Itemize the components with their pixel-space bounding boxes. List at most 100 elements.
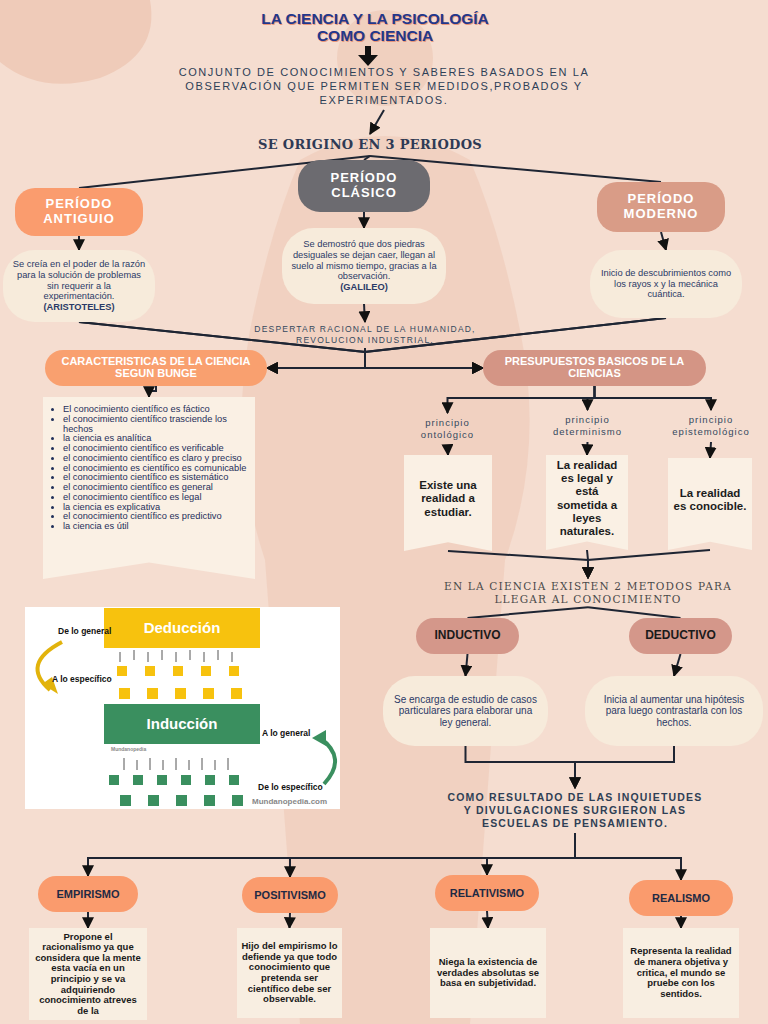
pill-box: PERÍODO ANTIGUIO [15, 188, 143, 236]
list-item: la ciencia es explicativa [63, 503, 249, 513]
connector [447, 445, 450, 455]
text-block: SE ORIGINO EN 3 PERIODOS [250, 134, 490, 156]
node-text: La realidad es legal y está sometida a l… [550, 459, 624, 538]
connector [466, 654, 468, 676]
connector [575, 746, 674, 788]
panel-label: De lo general [58, 626, 111, 636]
list-item: el conocimiento científico es sistemátic… [63, 473, 249, 483]
bullet-list: El conocimiento científico es fácticoel … [45, 405, 253, 532]
connector [267, 348, 365, 368]
pill-box: DEDUCTIVO [629, 618, 732, 654]
induction-squares [109, 775, 243, 806]
banner-outline [43, 397, 255, 579]
pill-box: Inducción [104, 704, 260, 744]
text-block: DESPERTAR RACIONAL DE LA HUMANIDAD, REVO… [245, 322, 485, 348]
node-text: Propone el racionalismo ya que considera… [33, 932, 143, 1017]
text-block: COMO RESULTADO DE LAS INQUIETUDES Y DIVU… [442, 788, 708, 833]
connector [588, 550, 710, 578]
list-item: el conocimiento científico es claro y pr… [63, 454, 249, 464]
node-subtext: (GALILEO) [340, 282, 388, 293]
node-text: RELATIVISMO [450, 887, 524, 900]
text-block: EN LA CIENCIA EXISTEN 2 METODOS PARA LLE… [428, 578, 748, 607]
connector [588, 386, 595, 410]
connector [575, 833, 681, 880]
connector [468, 607, 589, 618]
diagram-title: LA CIENCIA Y LA PSICOLOGÍA COMO CIENCIA [238, 10, 512, 45]
deduction-squares [117, 666, 242, 699]
node-text: CARACTERISTICAS DE LA CIENCIA SEGUN BUNG… [53, 356, 259, 379]
connector [448, 386, 595, 413]
panel-label: A lo general [262, 728, 310, 738]
connector [487, 833, 575, 875]
node-text: PERÍODO MODERNO [601, 192, 721, 222]
text-box: Se creía en el poder de la razón para la… [3, 250, 155, 322]
connector [661, 232, 666, 250]
induction-curve [320, 738, 335, 784]
connector [78, 236, 80, 250]
node-text: INDUCTIVO [435, 629, 501, 643]
node-text: DEDUCTIVO [645, 629, 716, 643]
node-text: principio determinismo [544, 414, 631, 438]
node-text: DESPERTAR RACIONAL DE LA HUMANIDAD, REVO… [249, 324, 481, 345]
list-item: el conocimiento científico es legal [63, 493, 249, 503]
list-item: el conocimiento científico trasciende lo… [63, 415, 249, 435]
banner-outline [668, 458, 752, 550]
list-item: la ciencia es útil [63, 522, 249, 532]
banner-box: Existe una realidad a estudiar. [404, 455, 492, 551]
connector [289, 913, 292, 928]
banner-outline [546, 455, 628, 550]
title-arrow [358, 46, 378, 66]
node-text: Existe una realidad a estudiar. [408, 479, 488, 519]
node-text: REALISMO [652, 892, 710, 905]
pill-box: INDUCTIVO [416, 618, 519, 654]
connector [88, 833, 575, 876]
node-text: SE ORIGINO EN 3 PERIODOS [258, 138, 482, 153]
connector [674, 654, 681, 676]
node-text: Se creía en el poder de la razón para la… [12, 259, 146, 302]
text-box: Inicio de descubrimientos como los rayos… [590, 250, 742, 318]
banner-outline [404, 455, 492, 551]
node-text: principio ontológico [409, 417, 486, 441]
list-item: el conocimiento científico es predictivo [63, 512, 249, 522]
induction-ticks [124, 758, 228, 770]
node-text: EMPIRISMO [57, 888, 120, 901]
text-box: Propone el racionalismo ya que considera… [29, 928, 147, 1020]
pill-box: EMPIRISMO [38, 876, 138, 912]
pill-box: PERÍODO MODERNO [597, 182, 725, 232]
node-text: Inducción [147, 715, 218, 732]
connector [448, 551, 588, 578]
connector [363, 212, 365, 228]
node-text: Inicio de descubrimientos como los rayos… [599, 268, 733, 300]
connector [466, 746, 576, 788]
connector [487, 911, 488, 928]
node-text: CONJUNTO DE CONOCIMIENTOS Y SABERES BASA… [172, 66, 596, 107]
connector [710, 442, 711, 458]
pill-box: PERÍODO CLÁSICO [298, 160, 430, 212]
connector [290, 833, 575, 877]
node-text: principio epistemológico [669, 414, 753, 438]
pill-box: POSITIVISMO [242, 877, 338, 913]
induction-curve-head [312, 730, 326, 746]
text-box: Hijo del empirismo lo defiende ya que to… [237, 928, 342, 1018]
pill-box: Deducción [104, 608, 260, 648]
panel-label: Mundanopedia.com [252, 797, 327, 806]
text-box: Se encarga de estudio de casos particula… [383, 676, 548, 746]
text-block: CONJUNTO DE CONOCIMIENTOS Y SABERES BASA… [168, 64, 600, 110]
connector [370, 110, 384, 134]
list-item: la ciencia es analítica [63, 434, 249, 444]
banner-box: La realidad es legal y está sometida a l… [546, 455, 628, 550]
node-text: PERÍODO ANTIGUIO [19, 197, 139, 227]
node-text: Niega la existencia de verdades absoluta… [434, 957, 542, 989]
text-box: Inicia al aumentar una hipótesis para lu… [585, 676, 763, 746]
connector [149, 386, 156, 397]
node-subtext: (ARISTOTELES) [43, 302, 114, 313]
connector [680, 916, 682, 928]
connector [595, 386, 712, 410]
list-item: el conocimiento científico es general [63, 483, 249, 493]
connector [364, 304, 365, 322]
list-item: el conocimiento es científico es comunic… [63, 464, 249, 474]
node-text: PRESUPUESTOS BASICOS DE LA CIENCIAS [491, 356, 698, 379]
connector [87, 912, 89, 928]
